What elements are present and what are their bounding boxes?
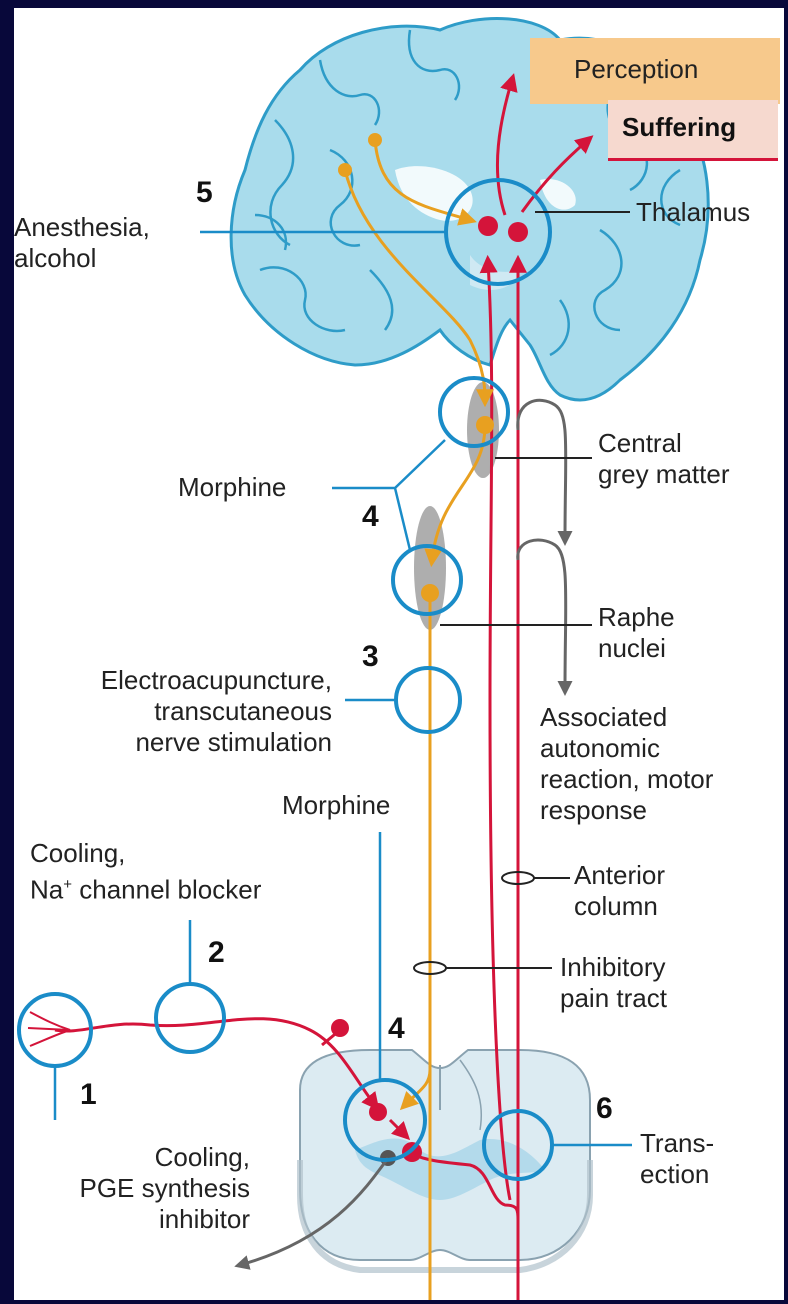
dorsal-horn-neuron-1 [369,1103,387,1121]
transection-line-1: Trans- [640,1128,714,1159]
anterior-line-1: Anterior [574,860,665,891]
site-number-4-upper: 4 [362,500,379,534]
transection-line-2: ection [640,1159,714,1190]
perception-label: Perception [574,54,698,85]
assoc-line-3: reaction, motor [540,764,713,795]
inhibitory-line-2: pain tract [560,983,667,1014]
site-number-3: 3 [362,640,379,674]
spinal-cord-outline [300,1050,590,1260]
cooling-na-line-1: Cooling, [30,838,261,869]
central-grey-label: Central grey matter [598,428,730,490]
inhibitory-line-1: Inhibitory [560,952,667,983]
assoc-line-2: autonomic [540,733,713,764]
electro-line-2: transcutaneous [24,696,332,727]
central-grey-line-2: grey matter [598,459,730,490]
perception-box: Perception [530,38,780,104]
site-number-5: 5 [196,176,213,210]
anesthesia-label: Anesthesia, alcohol [14,212,150,274]
site-number-6: 6 [596,1092,613,1126]
anterior-column-label: Anterior column [574,860,665,922]
thalamus-label: Thalamus [636,197,750,228]
nociceptor-endings [28,1012,70,1046]
anterior-line-2: column [574,891,665,922]
assoc-line-1: Associated [540,702,713,733]
central-grey-autonomic-arrow [518,400,566,540]
cortex-neuron-1 [368,133,382,147]
morphine-upper-leader-b [395,488,410,550]
raphe-nuclei-label: Raphe nuclei [598,602,675,664]
raphe-neuron [421,584,439,602]
site-2-circle [156,984,224,1052]
assoc-line-4: response [540,795,713,826]
cooling-pge-line-1: Cooling, [30,1142,250,1173]
transection-label: Trans- ection [640,1128,714,1190]
cooling-na-line-2: Na+ channel blocker [30,869,261,906]
raphe-autonomic-arrow [518,540,566,690]
site-number-2: 2 [208,936,225,970]
site-number-4-lower: 4 [388,1012,405,1046]
cooling-na-label: Cooling, Na+ channel blocker [30,838,261,906]
cortex-neuron-2 [338,163,352,177]
electro-line-3: nerve stimulation [24,727,332,758]
na-symbol: Na [30,875,63,905]
cooling-pge-label: Cooling, PGE synthesis inhibitor [30,1142,250,1235]
inhibitory-pain-tract-label: Inhibitory pain tract [560,952,667,1014]
anesthesia-line-1: Anesthesia, [14,212,150,243]
thalamus-neuron-2 [508,222,528,242]
associated-response-label: Associated autonomic reaction, motor res… [540,702,713,826]
central-grey-line-1: Central [598,428,730,459]
thalamus-neuron-1 [478,216,498,236]
central-grey-neuron [476,416,494,434]
channel-blocker-text: channel blocker [72,875,261,905]
morphine-upper-label: Morphine [178,472,286,503]
collateral-terminal [331,1019,349,1037]
morphine-lower-label: Morphine [282,790,390,821]
morphine-upper-leader-a [332,440,445,488]
anesthesia-line-2: alcohol [14,243,150,274]
suffering-label: Suffering [622,112,736,143]
site-number-1: 1 [80,1078,97,1112]
electroacupuncture-label: Electroacupuncture, transcutaneous nerve… [24,665,332,758]
raphe-line-1: Raphe [598,602,675,633]
na-superscript: + [63,876,72,893]
raphe-line-2: nuclei [598,633,675,664]
site-3-circle [396,668,460,732]
electro-line-1: Electroacupuncture, [24,665,332,696]
cooling-pge-line-3: inhibitor [30,1204,250,1235]
cooling-pge-line-2: PGE synthesis [30,1173,250,1204]
suffering-box: Suffering [608,100,778,161]
